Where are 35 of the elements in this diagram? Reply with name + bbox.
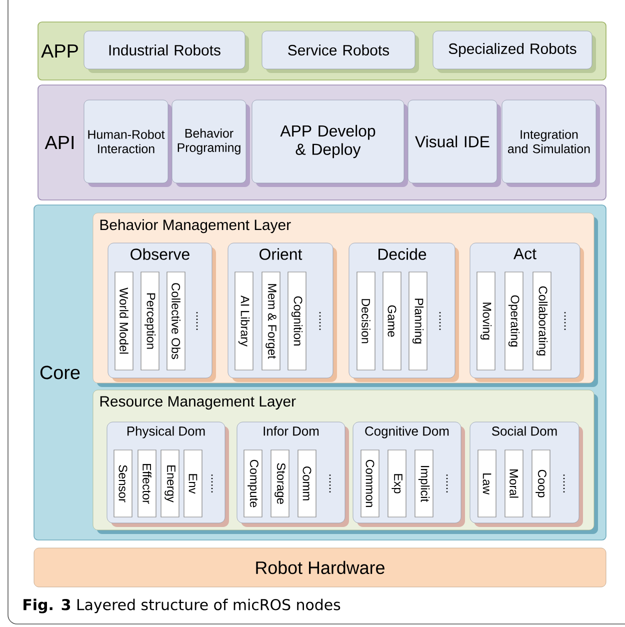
module-box: Integration and Simulation bbox=[502, 100, 600, 187]
component-box: AI Library bbox=[234, 272, 254, 370]
component-box: Energy bbox=[160, 450, 180, 518]
component-box: Moving bbox=[476, 272, 496, 370]
component-box: Planning bbox=[408, 272, 428, 370]
component-box: Compute bbox=[244, 450, 262, 518]
hardware-bar: Robot Hardware bbox=[34, 548, 606, 588]
component-box: Collaborating bbox=[532, 272, 552, 370]
component-box: Implicit bbox=[414, 450, 434, 518]
component-box: World Model bbox=[114, 272, 134, 370]
component-box: Coop bbox=[532, 450, 550, 518]
component-box: Mem & Forget bbox=[262, 272, 280, 370]
module-box: APP Develop & Deploy bbox=[252, 100, 408, 187]
module-box: Visual IDE bbox=[408, 100, 501, 187]
component-box: Env bbox=[184, 450, 202, 518]
component-box: Sensor bbox=[114, 450, 132, 518]
component-box: Storage bbox=[270, 450, 290, 518]
component-box: Common bbox=[360, 450, 380, 518]
component-box: Comm bbox=[298, 450, 316, 518]
component-box: Moral bbox=[504, 450, 524, 518]
component-box: Exp bbox=[388, 450, 406, 518]
component-box: Law bbox=[478, 450, 496, 518]
component-box: Game bbox=[382, 272, 402, 370]
module-box: Human-Robot Interaction bbox=[84, 100, 172, 187]
component-box: Perception bbox=[140, 272, 160, 370]
component-box: Effector bbox=[138, 450, 156, 518]
component-box: Cognition bbox=[288, 272, 306, 370]
caption: Fig. 3 Layered structure of micROS nodes bbox=[24, 598, 340, 614]
module-box: Service Robots bbox=[262, 30, 419, 73]
component-box: Operating bbox=[504, 272, 524, 370]
module-box: Industrial Robots bbox=[84, 30, 249, 73]
component-box: Collective Obs bbox=[166, 272, 186, 370]
module-box: Behavior Programing bbox=[172, 100, 250, 187]
module-box: Specialized Robots bbox=[432, 30, 596, 73]
component-box: Decision bbox=[356, 272, 376, 370]
